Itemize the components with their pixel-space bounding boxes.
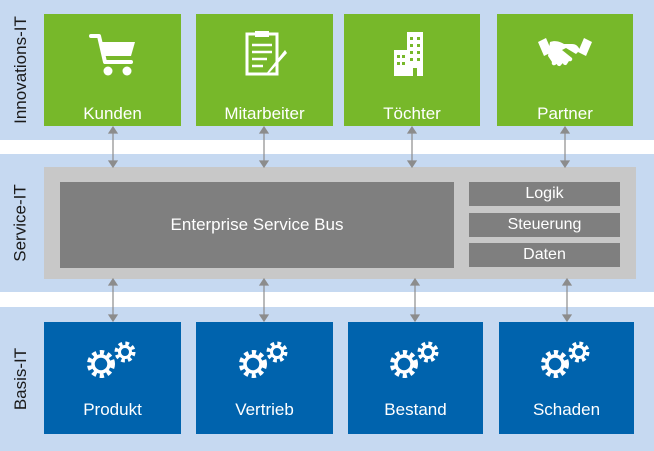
basis-box-label: Schaden xyxy=(532,400,601,419)
clipboard-icon xyxy=(245,31,287,76)
innovation-box-label: Mitarbeiter xyxy=(224,104,305,123)
enterprise-service-bus: Enterprise Service Bus xyxy=(60,182,454,268)
handshake-icon xyxy=(538,38,592,67)
gears-icon xyxy=(389,341,438,378)
gears-icon xyxy=(86,341,135,378)
arrow-bottom-1 xyxy=(107,277,119,323)
service-layer-label: Daten xyxy=(523,246,566,263)
innovation-box-label: Partner xyxy=(537,104,593,123)
service-layer-logik: Logik xyxy=(469,182,620,206)
arrow-top-4 xyxy=(559,125,571,169)
basis-box-produkt: Produkt xyxy=(44,322,181,434)
innovation-box-toechter: Töchter xyxy=(344,14,480,126)
arrow-bottom-4 xyxy=(561,277,573,323)
basis-box-label: Produkt xyxy=(83,400,142,419)
basis-box-label: Vertrieb xyxy=(235,400,294,419)
innovation-box-label: Kunden xyxy=(83,104,142,123)
innovation-box-kunden: Kunden xyxy=(44,14,181,126)
innovation-box-label: Töchter xyxy=(383,104,441,123)
arrow-bottom-2 xyxy=(258,277,270,323)
gears-icon xyxy=(540,341,589,378)
basis-box-label: Bestand xyxy=(384,400,447,419)
service-layer-label: Logik xyxy=(525,185,564,202)
basis-box-vertrieb: Vertrieb xyxy=(196,322,333,434)
innovation-box-mitarbeiter: Mitarbeiter xyxy=(196,14,333,126)
service-layer-label: Steuerung xyxy=(507,216,582,233)
arrow-top-2 xyxy=(258,125,270,169)
enterprise-service-bus-label: Enterprise Service Bus xyxy=(170,215,344,234)
arrow-top-3 xyxy=(406,125,418,169)
innovation-box-partner: Partner xyxy=(497,14,633,126)
basis-box-bestand: Bestand xyxy=(348,322,483,434)
gears-icon xyxy=(238,341,287,378)
building-icon xyxy=(394,32,423,76)
arrow-top-1 xyxy=(107,125,119,169)
basis-box-schaden: Schaden xyxy=(499,322,634,434)
arrow-bottom-3 xyxy=(409,277,421,323)
service-layer-steuerung: Steuerung xyxy=(469,213,620,237)
service-layer-daten: Daten xyxy=(469,243,620,267)
shopping-cart-icon xyxy=(88,34,135,76)
